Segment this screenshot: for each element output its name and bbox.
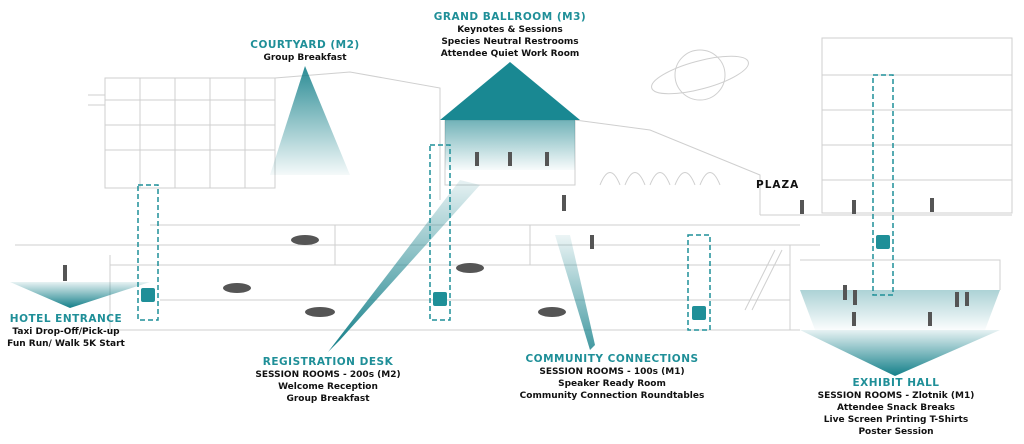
community-line: Speaker Ready Room <box>558 379 666 389</box>
exhibit-line: Live Screen Printing T-Shirts <box>823 415 969 425</box>
community-cone <box>555 235 595 350</box>
community-label: COMMUNITY CONNECTIONS SESSION ROOMS - 10… <box>520 352 705 402</box>
registration-label: REGISTRATION DESK SESSION ROOMS - 200s (… <box>255 355 400 405</box>
community-line: SESSION ROOMS - 100s (M1) <box>539 367 685 377</box>
registration-line: SESSION ROOMS - 200s (M2) <box>255 370 401 380</box>
registration-cone <box>328 180 480 352</box>
elevator-icons <box>141 235 890 320</box>
elevator-shafts <box>137 74 894 331</box>
courtyard-line: Group Breakfast <box>263 53 347 63</box>
exhibit-title: EXHIBIT HALL <box>852 377 940 389</box>
exhibit-label: EXHIBIT HALL SESSION ROOMS - Zlotnik (M1… <box>818 376 975 438</box>
ballroom-line: Attendee Quiet Work Room <box>440 49 580 59</box>
exhibit-line: Poster Session <box>858 427 934 437</box>
ballroom-title: GRAND BALLROOM (M3) <box>433 11 587 23</box>
people-silhouettes <box>63 152 969 326</box>
exhibit-cone <box>800 330 1000 376</box>
building-linework <box>15 37 1013 331</box>
exhibit-floor <box>800 290 1000 330</box>
ballroom-line: Keynotes & Sessions <box>457 25 563 35</box>
ballroom-line: Species Neutral Restrooms <box>441 37 579 47</box>
ballroom-cone <box>440 62 580 120</box>
courtyard-cone <box>270 66 350 175</box>
registration-line: Welcome Reception <box>278 382 378 392</box>
ballroom-label: GRAND BALLROOM (M3) Keynotes & Sessions … <box>434 10 586 60</box>
hotel-cone <box>10 282 150 308</box>
hotel-line: Taxi Drop-Off/Pick-up <box>12 327 120 337</box>
community-line: Community Connection Roundtables <box>519 391 705 401</box>
community-title: COMMUNITY CONNECTIONS <box>525 353 699 365</box>
courtyard-title: COURTYARD (M2) <box>250 39 360 51</box>
hotel-line: Fun Run/ Walk 5K Start <box>7 339 125 349</box>
plaza-label: PLAZA <box>756 179 800 191</box>
registration-title: REGISTRATION DESK <box>262 356 394 368</box>
hotel-title: HOTEL ENTRANCE <box>9 313 123 325</box>
exhibit-line: SESSION ROOMS - Zlotnik (M1) <box>817 391 975 401</box>
hotel-entrance-label: HOTEL ENTRANCE Taxi Drop-Off/Pick-up Fun… <box>7 312 125 350</box>
registration-line: Group Breakfast <box>286 394 370 404</box>
exhibit-line: Attendee Snack Breaks <box>836 403 956 413</box>
courtyard-label: COURTYARD (M2) Group Breakfast <box>250 38 359 64</box>
